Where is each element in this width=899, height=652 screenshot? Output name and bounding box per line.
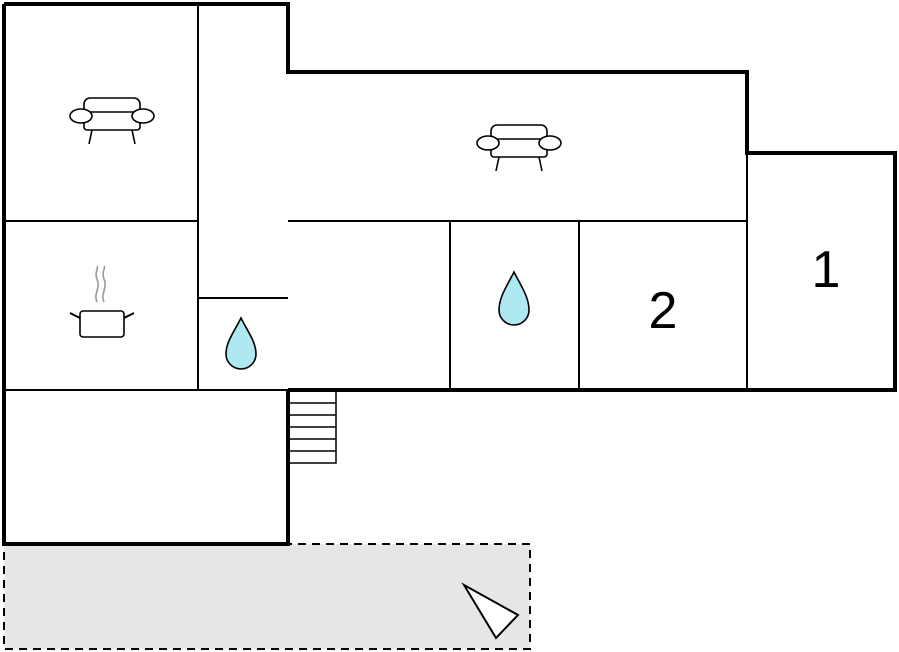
sofa-icon xyxy=(476,124,562,172)
stairs-icon xyxy=(287,390,337,464)
room-label-2: 2 xyxy=(649,282,678,340)
water-drop-icon xyxy=(498,270,530,326)
cooking-pot-icon xyxy=(69,265,135,338)
sofa-icon xyxy=(69,97,155,145)
terrace xyxy=(3,543,531,650)
water-drop-icon xyxy=(225,316,257,370)
compass-arrow-icon xyxy=(461,582,520,640)
exterior-walls xyxy=(2,2,897,546)
interior-walls xyxy=(4,4,748,391)
room-label-1: 1 xyxy=(812,241,841,299)
